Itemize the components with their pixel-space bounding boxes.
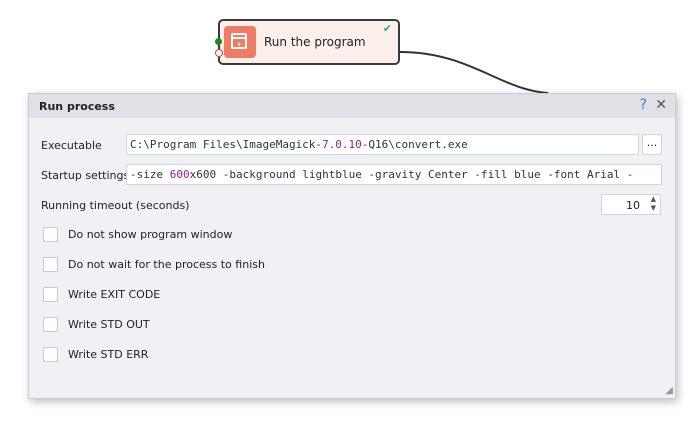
checkbox[interactable] — [43, 227, 58, 242]
value-segment: -Q16\convert.exe — [361, 138, 468, 151]
close-icon[interactable]: ✕ — [655, 97, 667, 113]
executable-input[interactable]: C:\Program Files\ImageMagick-7.0.10-Q16\… — [126, 134, 639, 155]
startup-settings-label: Startup settings — [41, 169, 130, 182]
checkbox-label[interactable]: Do not show program window — [68, 228, 233, 241]
connection-wire — [399, 51, 549, 94]
dialog-header[interactable]: Run process ? ✕ — [29, 94, 675, 118]
value-segment: 7.0.10 — [322, 138, 362, 151]
checkbox-label[interactable]: Write STD OUT — [68, 318, 150, 331]
program-window-icon: › — [224, 26, 256, 58]
timeout-value: 10 — [626, 199, 640, 212]
node-title: Run the program — [264, 35, 366, 49]
executable-label: Executable — [41, 139, 102, 152]
dialog-title: Run process — [39, 100, 115, 113]
error-output-pin[interactable] — [215, 49, 223, 57]
value-segment: -size — [130, 168, 170, 181]
browse-button[interactable]: ... — [642, 134, 662, 155]
checkbox[interactable] — [43, 347, 58, 362]
timeout-label: Running timeout (seconds) — [41, 199, 190, 212]
resize-grip-icon[interactable]: ◢ — [665, 385, 673, 396]
checkbox[interactable] — [43, 257, 58, 272]
timeout-stepper[interactable]: 10 ▲▼ — [601, 194, 661, 215]
checkbox[interactable] — [43, 317, 58, 332]
startup-settings-input[interactable]: -size 600x600 -background lightblue -gra… — [126, 164, 662, 185]
input-pin[interactable] — [215, 38, 222, 45]
check-icon: ✔ — [382, 22, 392, 35]
checkbox-label[interactable]: Do not wait for the process to finish — [68, 258, 265, 271]
checkbox-label[interactable]: Write EXIT CODE — [68, 288, 161, 301]
checkbox-label[interactable]: Write STD ERR — [68, 348, 149, 361]
checkbox[interactable] — [43, 287, 58, 302]
stepper-arrows-icon[interactable]: ▲▼ — [650, 195, 656, 212]
run-process-dialog: Run process ? ✕ Executable C:\Program Fi… — [28, 93, 676, 399]
value-segment: x600 -background lightblue -gravity Cent… — [189, 168, 634, 181]
help-icon[interactable]: ? — [639, 97, 647, 113]
action-node[interactable]: › Run the program ✔ — [215, 19, 400, 65]
value-segment: 600 — [169, 168, 190, 181]
value-segment: C:\Program Files\ImageMagick- — [130, 138, 323, 151]
